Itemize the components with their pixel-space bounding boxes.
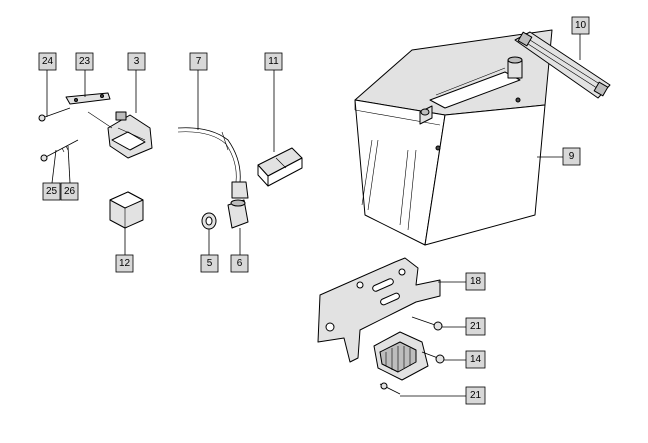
battery[interactable]: [354, 29, 553, 246]
svg-text:12: 12: [119, 258, 131, 269]
label-24: 24: [38, 52, 57, 71]
label-18: 18: [465, 272, 486, 291]
label-21-upper: 21: [465, 317, 486, 336]
svg-text:10: 10: [575, 20, 587, 31]
rubber-pad-11[interactable]: [257, 147, 303, 187]
battery-strap[interactable]: [514, 31, 611, 99]
svg-text:25: 25: [46, 186, 58, 197]
svg-text:21: 21: [470, 390, 482, 401]
screw-24[interactable]: [38, 107, 71, 122]
label-26: 26: [60, 182, 79, 201]
label-5: 5: [200, 254, 219, 273]
label-14: 14: [465, 350, 486, 369]
plug-cap-6[interactable]: [227, 181, 249, 229]
ht-lead-7[interactable]: [177, 127, 241, 183]
bolt-21-lower[interactable]: [379, 382, 401, 395]
svg-text:7: 7: [196, 56, 202, 67]
ignition-coil-3[interactable]: [87, 111, 153, 159]
bolt-14[interactable]: [421, 351, 445, 364]
svg-text:21: 21: [470, 321, 482, 332]
label-9: 9: [562, 147, 581, 166]
label-23: 23: [75, 52, 94, 71]
label-6: 6: [230, 254, 249, 273]
svg-text:3: 3: [134, 56, 140, 67]
svg-text:5: 5: [207, 258, 213, 269]
relay-12[interactable]: [109, 191, 144, 229]
label-11: 11: [264, 52, 283, 71]
label-25: 25: [42, 182, 61, 201]
label-21-lower: 21: [465, 386, 486, 405]
bolt-25-26[interactable]: [40, 139, 79, 162]
leader-lines: [46, 34, 581, 397]
svg-text:26: 26: [64, 186, 76, 197]
svg-text:11: 11: [268, 56, 279, 67]
regulator-14[interactable]: [373, 331, 429, 381]
svg-text:6: 6: [237, 258, 243, 269]
svg-text:24: 24: [42, 56, 54, 67]
label-3: 3: [127, 52, 146, 71]
svg-text:9: 9: [569, 151, 575, 162]
svg-text:18: 18: [470, 276, 482, 287]
label-12: 12: [115, 254, 134, 273]
label-10: 10: [571, 16, 590, 35]
bracket-23[interactable]: [65, 92, 111, 105]
svg-text:14: 14: [470, 354, 482, 365]
nut-5[interactable]: [201, 212, 217, 230]
bolt-21-upper[interactable]: [411, 316, 443, 331]
label-7: 7: [189, 52, 208, 71]
bracket-18[interactable]: [317, 257, 441, 363]
svg-text:23: 23: [79, 56, 91, 67]
